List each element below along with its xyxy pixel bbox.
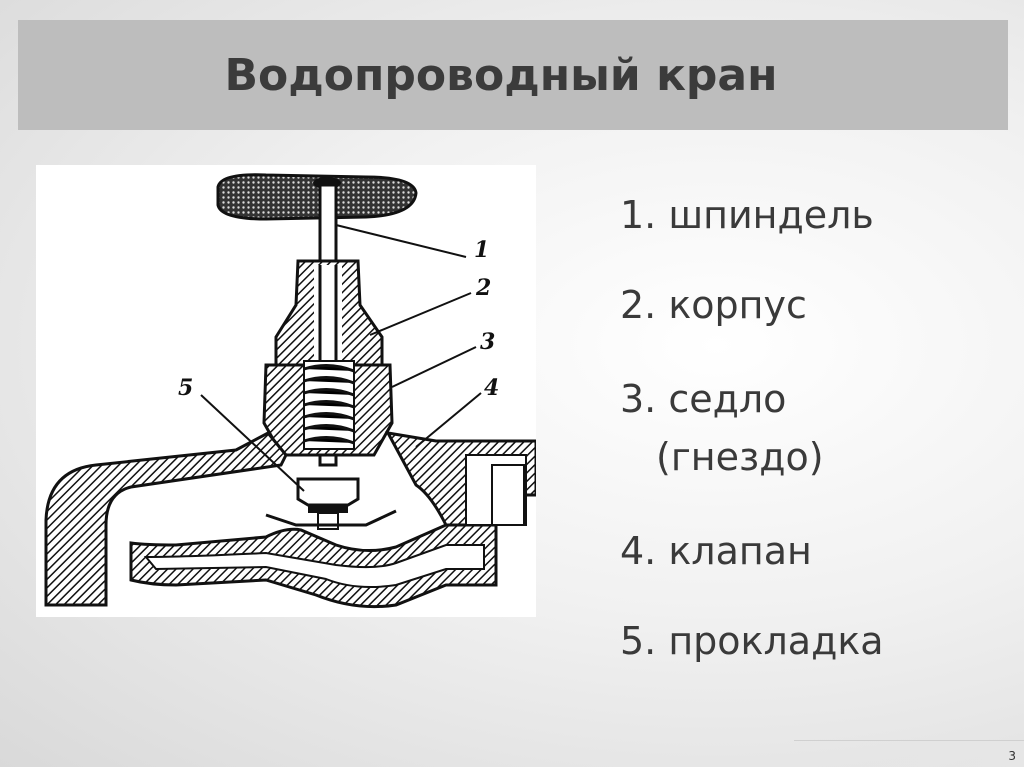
- callout-2: 2: [475, 275, 491, 301]
- faucet-cross-section: 1 2 3 4 5: [44, 173, 536, 609]
- callout-4: 4: [484, 375, 499, 401]
- legend-item-seat: 3. седло (гнездо): [620, 370, 884, 486]
- spindle-thread: [303, 364, 355, 445]
- leader-1: [335, 224, 467, 258]
- slide-title: Водопроводный кран: [224, 49, 778, 101]
- gasket: [308, 505, 348, 513]
- parts-legend: 1. шпиндель 2. корпус 3. седло (гнездо) …: [620, 190, 884, 706]
- valve: [296, 477, 360, 507]
- callout-5: 5: [178, 375, 193, 401]
- legend-item-text: 3. седло: [620, 377, 787, 421]
- leader-4: [415, 392, 482, 448]
- legend-item-text: 5. прокладка: [620, 619, 884, 663]
- faucet-body: [44, 431, 288, 607]
- legend-item-valve: 4. клапан: [620, 526, 884, 576]
- callout-3: 3: [480, 329, 495, 355]
- legend-item-text: 1. шпиндель: [620, 193, 874, 237]
- leader-2: [369, 292, 472, 336]
- legend-item-text: 4. клапан: [620, 529, 812, 573]
- faucet-diagram: 1 2 3 4 5: [36, 165, 536, 617]
- leader-5: [200, 394, 305, 492]
- title-bar: Водопроводный кран: [18, 20, 1008, 130]
- legend-item-spindle: 1. шпиндель: [620, 190, 884, 240]
- legend-item-text-cont: (гнездо): [656, 435, 824, 479]
- callout-1: 1: [474, 237, 489, 263]
- handle: [216, 173, 418, 221]
- footer-decoration: [794, 740, 1024, 767]
- leader-3: [391, 346, 477, 388]
- legend-item-gasket: 5. прокладка: [620, 616, 884, 666]
- page-number: 3: [1008, 749, 1016, 763]
- legend-item-text: 2. корпус: [620, 283, 807, 327]
- legend-item-body: 2. корпус: [620, 280, 884, 330]
